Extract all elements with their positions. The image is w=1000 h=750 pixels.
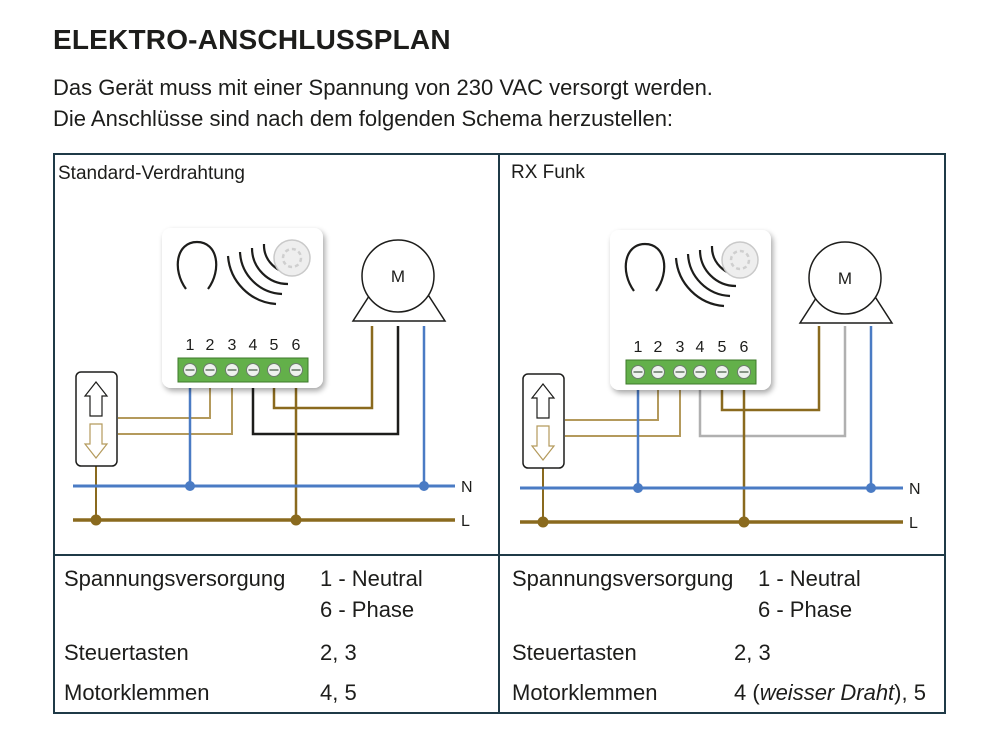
receiver-module: 1 2 3 4 5 6	[162, 228, 323, 388]
phase-label: L	[461, 513, 470, 530]
gear-icon	[273, 239, 311, 277]
terminal-number-2: 2	[206, 337, 215, 354]
terminal-number-1: 1	[186, 337, 195, 354]
spec-value-power-neutral: 1 - Neutral	[320, 566, 423, 591]
spec-value-motor: 4 (weisser Draht), 5	[734, 680, 926, 706]
neutral-junction	[419, 481, 429, 491]
motor-wire-brown	[272, 326, 374, 410]
terminal-block	[625, 359, 757, 385]
terminal-number-6: 6	[740, 339, 749, 356]
neutral-junction	[633, 483, 643, 493]
spec-value-motor-pre: 4 (	[734, 680, 760, 705]
motor-wire-black	[251, 326, 400, 436]
switch-wires	[118, 382, 233, 435]
spec-value-control: 2, 3	[320, 640, 357, 665]
arrow-down-icon	[83, 423, 109, 459]
terminal-number-5: 5	[718, 339, 727, 356]
phase-junction	[290, 514, 302, 526]
terminal-number-3: 3	[676, 339, 685, 356]
page-title: ELEKTRO-ANSCHLUSSPLAN	[53, 24, 451, 55]
terminal-block	[177, 357, 309, 383]
antenna-icon	[624, 242, 666, 292]
spec-value-power-neutral: 1 - Neutral	[758, 566, 861, 591]
neutral-label: N	[461, 479, 473, 496]
spec-label-power: Spannungsversorgung	[64, 566, 286, 591]
switch-wires	[565, 384, 681, 437]
spec-label-motor: Motorklemmen	[64, 680, 210, 705]
motor: M	[351, 239, 447, 322]
terminal-number-6: 6	[292, 337, 301, 354]
phase-junction	[537, 516, 549, 528]
arrow-down-icon	[530, 425, 556, 461]
spec-label-power: Spannungsversorgung	[512, 566, 734, 591]
gear-icon	[721, 241, 759, 279]
antenna-icon	[176, 240, 218, 290]
spec-value-control: 2, 3	[734, 640, 771, 665]
phase-junction	[738, 516, 750, 528]
motor-label: M	[391, 267, 405, 286]
intro-text: Das Gerät muss mit einer Spannung von 23…	[53, 72, 713, 134]
motor-wire-brown	[720, 326, 821, 412]
intro-line-2: Die Anschlüsse sind nach dem folgenden S…	[53, 106, 674, 131]
terminal-number-4: 4	[696, 339, 705, 356]
spec-label-control: Steuertasten	[512, 640, 637, 665]
spec-value-power-phase: 6 - Phase	[758, 597, 853, 622]
motor-label: M	[838, 269, 852, 288]
neutral-junction	[866, 483, 876, 493]
receiver-module: 1 2 3 4 5 6	[610, 230, 771, 390]
phase-junction	[90, 514, 102, 526]
spec-value-motor: 4, 5	[320, 680, 357, 705]
diagram-rx: N L 1 2 3 4 5 6	[520, 230, 921, 532]
terminal-number-4: 4	[249, 337, 258, 354]
spec-value-motor-post: ), 5	[894, 680, 926, 705]
panel-title-standard: Standard-Verdrahtung	[58, 163, 245, 184]
phase-label: L	[909, 515, 918, 532]
terminal-number-2: 2	[654, 339, 663, 356]
terminal-number-3: 3	[228, 337, 237, 354]
spec-label-control: Steuertasten	[64, 640, 189, 665]
terminal-number-1: 1	[634, 339, 643, 356]
spec-label-motor: Motorklemmen	[512, 680, 658, 705]
neutral-junction	[185, 481, 195, 491]
wall-switch	[522, 373, 565, 469]
wall-switch	[75, 371, 118, 467]
arrow-up-icon	[83, 381, 109, 417]
diagram-standard: N L 1 2 3 4 5 6	[73, 228, 473, 530]
spec-value-power-phase: 6 - Phase	[320, 597, 415, 622]
arrow-up-icon	[530, 383, 556, 419]
radio-waves-icon	[674, 245, 742, 308]
motor: M	[798, 241, 894, 324]
terminal-number-5: 5	[270, 337, 279, 354]
column-divider	[498, 153, 500, 714]
row-divider	[53, 554, 946, 556]
neutral-label: N	[909, 481, 921, 498]
spec-value-motor-wire: weisser Draht	[759, 680, 895, 705]
motor-wire-white	[698, 326, 847, 438]
panel-title-rx: RX Funk	[511, 162, 585, 183]
intro-line-1: Das Gerät muss mit einer Spannung von 23…	[53, 75, 713, 100]
